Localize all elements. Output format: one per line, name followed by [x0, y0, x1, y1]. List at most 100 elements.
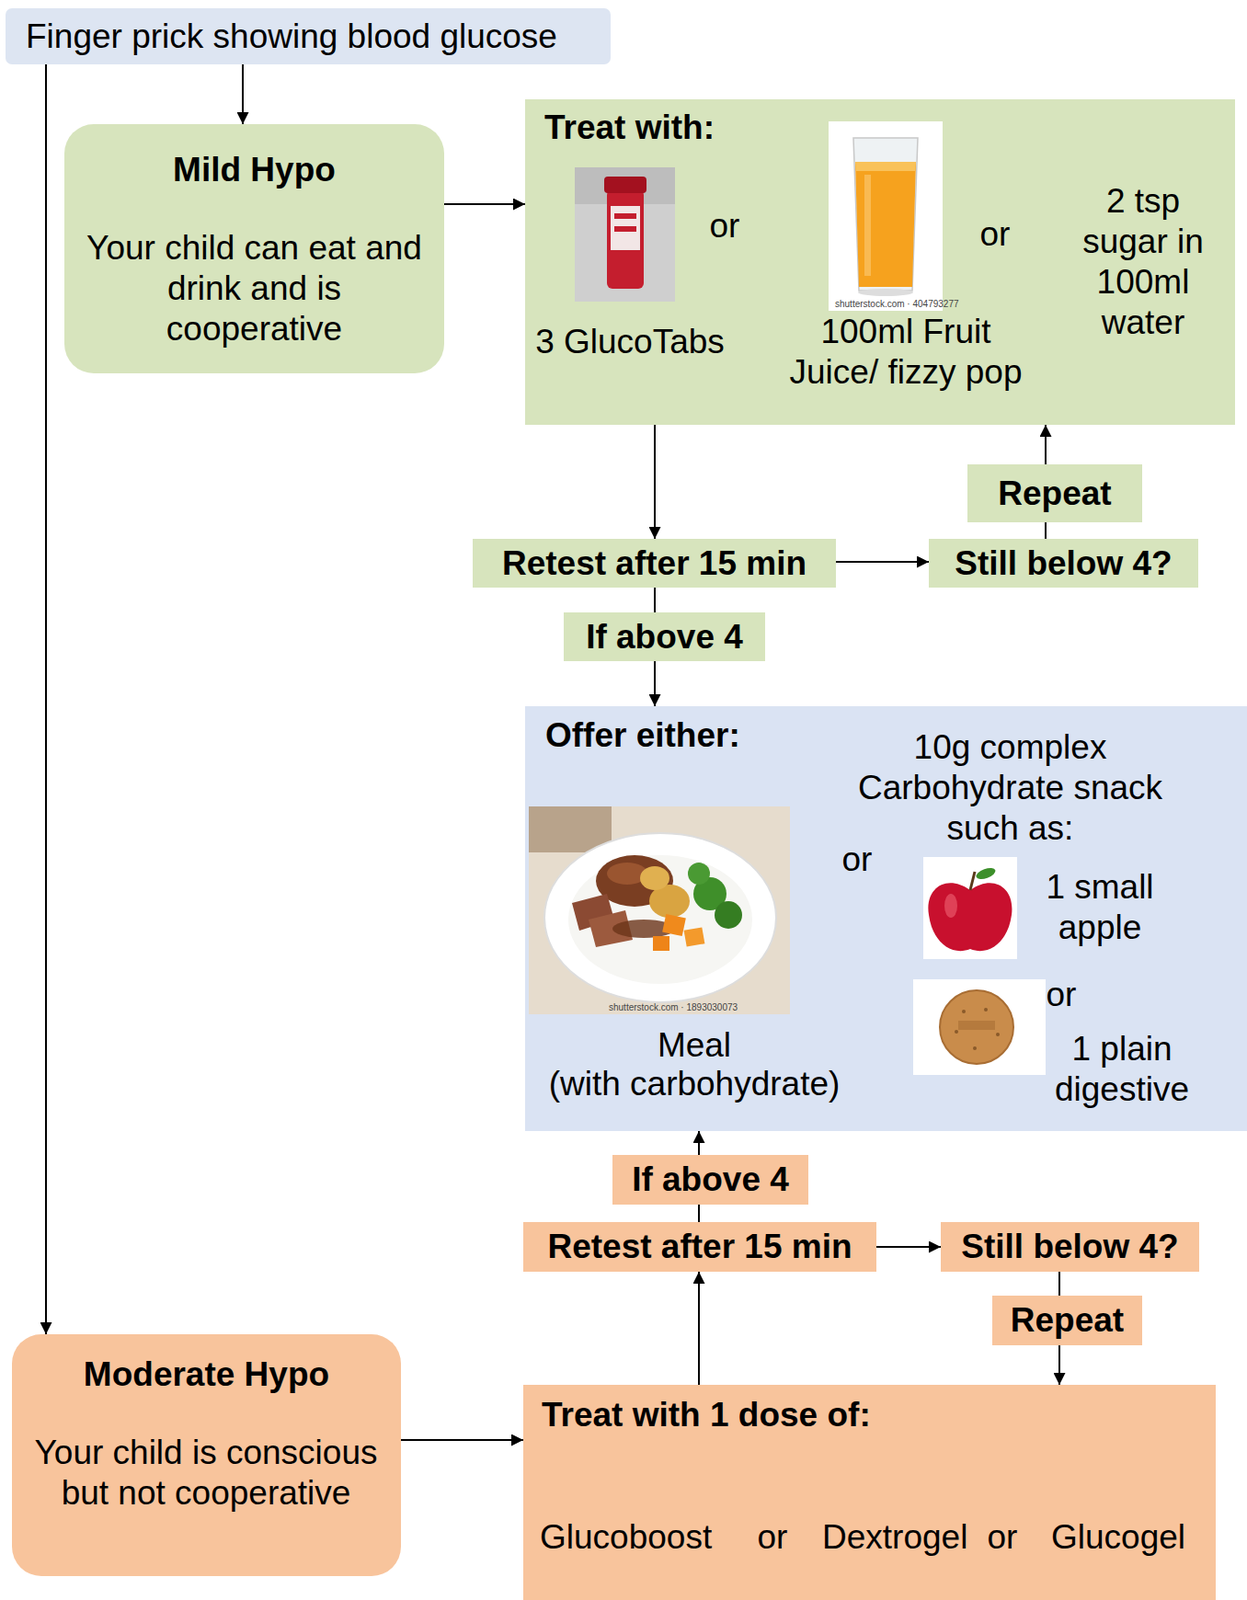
- node-text: or: [982, 1517, 1023, 1558]
- glass-highlight: [864, 174, 871, 276]
- node-heading: Still below 4?: [960, 1226, 1179, 1268]
- node-text: Glucoboost: [539, 1517, 733, 1558]
- connector-line: [653, 587, 656, 613]
- step-box: Retest after 15 min: [472, 538, 836, 588]
- carrot: [684, 926, 706, 947]
- biscuit-dot: [961, 1009, 966, 1014]
- step-box: Repeat: [992, 1295, 1143, 1346]
- watermark: shutterstock.com · 404793277: [835, 298, 960, 310]
- watermark: shutterstock.com · 1893030073: [608, 1002, 738, 1014]
- tube-body: [606, 189, 644, 289]
- node-heading: Repeat: [1010, 1300, 1124, 1341]
- gravy: [612, 919, 675, 939]
- connector-arrow: [835, 560, 929, 563]
- node-text: 100ml Fruit Juice/ fizzy pop: [783, 311, 1029, 393]
- node-text: Finger prick showing blood glucose: [25, 16, 558, 58]
- connector-arrow: [45, 64, 47, 1335]
- node-heading: Mild Hypo: [64, 149, 445, 191]
- connector-arrow: [697, 1131, 700, 1156]
- biscuit-picture: [913, 979, 1046, 1076]
- apple: [927, 882, 1012, 951]
- node-text: or: [1041, 974, 1082, 1016]
- tube-label-mark: [614, 213, 637, 219]
- glass-shadow: [858, 288, 914, 297]
- connector-arrow: [1058, 1345, 1061, 1385]
- juice-surface: [855, 161, 916, 172]
- connector-arrow: [1044, 424, 1047, 465]
- biscuit-dot: [954, 1029, 959, 1034]
- start-box: Finger prick showing blood glucose: [5, 8, 611, 65]
- meat: [595, 855, 674, 907]
- node-text: Your child is conscious but not cooperat…: [22, 1432, 390, 1514]
- node-text: 3 GlucoTabs: [519, 321, 741, 363]
- photo-background: [828, 121, 943, 311]
- node-text: or: [974, 214, 1016, 255]
- biscuit: [939, 990, 1014, 1064]
- plate-centre: [568, 855, 753, 984]
- meat-slice: [572, 893, 615, 931]
- photo-shade: [574, 167, 675, 205]
- apple-stem: [970, 871, 975, 891]
- connector-arrow: [697, 1271, 700, 1385]
- juice: [855, 161, 916, 287]
- biscuit-stamp: [958, 1020, 996, 1030]
- node-heading: If above 4: [585, 617, 744, 658]
- glucotabs-picture: [574, 167, 675, 302]
- photo-background: [528, 806, 790, 1015]
- photo-background: [574, 167, 675, 302]
- node-text: or: [836, 839, 878, 881]
- apple-shine: [944, 893, 958, 918]
- node-text: 1 plain digestive: [1043, 1029, 1201, 1110]
- node-text: or: [752, 1517, 793, 1558]
- apple-leaf: [974, 866, 997, 882]
- treatment-panel: Treat with:3 GlucoTabsor100ml Fruit Juic…: [525, 99, 1236, 425]
- node-heading: Repeat: [997, 473, 1111, 515]
- biscuit-dot: [983, 1007, 988, 1012]
- node-heading: Retest after 15 min: [547, 1226, 852, 1268]
- potato: [649, 884, 690, 918]
- step-box: Retest after 15 min: [523, 1222, 877, 1272]
- node-heading: Treat with 1 dose of:: [541, 1395, 928, 1436]
- node-text: 2 tsp sugar in 100ml water: [1074, 181, 1213, 344]
- broccoli: [693, 877, 727, 911]
- photo-background: [923, 857, 1018, 960]
- node-heading: If above 4: [631, 1159, 790, 1201]
- food-panel: Offer either:Meal(with carbohydrate)or10…: [525, 706, 1247, 1132]
- node-text: (with carbohydrate): [537, 1063, 851, 1105]
- juice-picture: [828, 121, 943, 311]
- meat-slice: [588, 910, 633, 948]
- connector-arrow: [444, 203, 526, 206]
- connector-arrow: [653, 661, 656, 707]
- node-text: Dextrogel: [822, 1517, 979, 1558]
- tube-cap: [604, 176, 647, 194]
- moderate-hypo-box: Moderate HypoYour child is conscious but…: [11, 1334, 401, 1577]
- treatment-panel: Treat with 1 dose of:GlucoboostorDextrog…: [523, 1384, 1216, 1600]
- connector-line: [697, 1204, 700, 1223]
- connector-line: [1058, 1271, 1061, 1296]
- broccoli: [714, 901, 743, 929]
- node-heading: Moderate Hypo: [11, 1354, 401, 1396]
- connector-arrow: [241, 64, 244, 125]
- node-text: 1 small apple: [1030, 867, 1169, 949]
- tube-label: [610, 205, 641, 251]
- biscuit-dot: [995, 1032, 1000, 1037]
- connector-arrow: [400, 1439, 524, 1442]
- potato: [640, 866, 670, 891]
- tube-label-mark: [614, 226, 637, 232]
- connector-arrow: [653, 424, 656, 539]
- carrot: [652, 936, 670, 951]
- node-heading: Offer either:: [545, 715, 840, 756]
- mild-hypo-box: Mild HypoYour child can eat and drink an…: [64, 124, 445, 374]
- node-heading: Treat with:: [544, 107, 839, 149]
- connector-line: [1044, 522, 1047, 539]
- meat-highlight: [606, 862, 648, 885]
- glass: [853, 137, 918, 291]
- node-text: Glucogel: [1051, 1517, 1208, 1558]
- condition-box: If above 4: [563, 612, 766, 662]
- meal-picture: [528, 806, 790, 1015]
- node-heading: Still below 4?: [954, 543, 1172, 584]
- node-text: Your child can eat and drink and is coop…: [77, 228, 432, 350]
- carrot: [662, 914, 687, 937]
- apple-picture: [923, 857, 1018, 960]
